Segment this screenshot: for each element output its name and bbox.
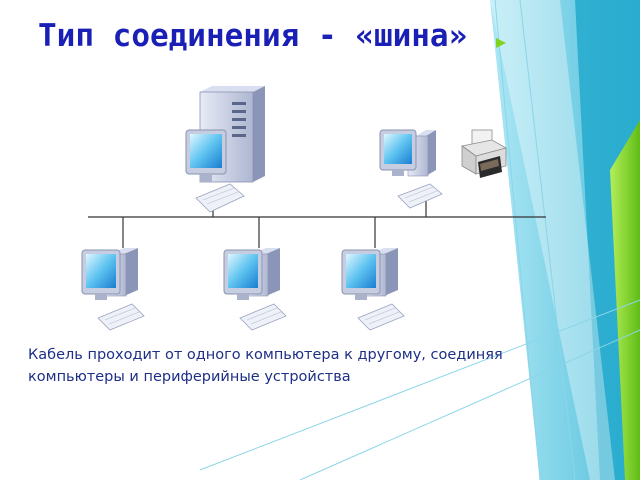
slide-marker-icon bbox=[496, 38, 506, 48]
slide-caption: Кабель проходит от одного компьютера к д… bbox=[28, 344, 548, 388]
workstation-icon bbox=[379, 129, 443, 209]
caption-line-1: Кабель проходит от одного компьютера к д… bbox=[28, 347, 503, 363]
caption-line-2: компьютеры и периферийные устройства bbox=[28, 369, 351, 385]
server-icon bbox=[185, 86, 265, 213]
decor-right bbox=[199, 0, 640, 480]
workstation-icon bbox=[341, 248, 405, 331]
slide-title: Тип соединения - «шина» bbox=[38, 18, 468, 54]
workstation-icon bbox=[81, 248, 145, 331]
bus-cable bbox=[88, 196, 546, 248]
workstation-icon bbox=[223, 248, 287, 331]
printer-icon bbox=[461, 129, 508, 178]
